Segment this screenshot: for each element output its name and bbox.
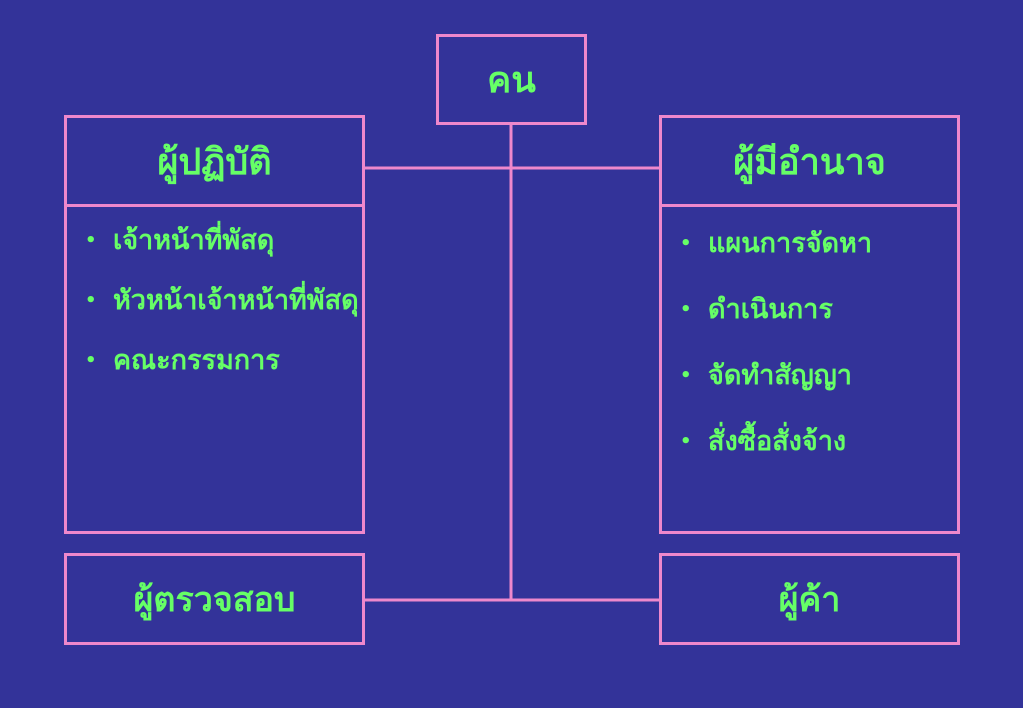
bullet-icon: •: [85, 290, 97, 311]
list-item: • แผนการจัดหา: [662, 211, 957, 277]
authority-node: ผู้มีอำนาจ: [659, 115, 960, 207]
operator-node: ผู้ปฏิบัติ: [64, 115, 365, 207]
list-item: • ดำเนินการ: [662, 277, 957, 343]
bullet-icon: •: [85, 230, 97, 251]
list-item: • เจ้าหน้าที่พัสดุ: [67, 211, 362, 271]
inspector-node: ผู้ตรวจสอบ: [64, 553, 365, 645]
bullet-icon: •: [680, 299, 692, 320]
bullet-icon: •: [680, 233, 692, 254]
list-item: • หัวหน้าเจ้าหน้าที่พัสดุ: [67, 271, 362, 331]
list-item: • จัดทำสัญญา: [662, 343, 957, 409]
bullet-icon: •: [85, 350, 97, 371]
bullet-icon: •: [680, 431, 692, 452]
list-item: • สั่งซื้อสั่งจ้าง: [662, 409, 957, 475]
root-label: คน: [487, 60, 536, 101]
list-item: • คณะกรรมการ: [67, 331, 362, 391]
authority-label: ผู้มีอำนาจ: [733, 141, 886, 183]
vendor-label: ผู้ค้า: [778, 580, 841, 620]
authority-list: • แผนการจัดหา • ดำเนินการ • จัดทำสัญญา •…: [659, 204, 960, 534]
operator-label: ผู้ปฏิบัติ: [157, 141, 272, 183]
bullet-icon: •: [680, 365, 692, 386]
inspector-label: ผู้ตรวจสอบ: [133, 580, 296, 620]
operator-list: • เจ้าหน้าที่พัสดุ • หัวหน้าเจ้าหน้าที่พ…: [64, 204, 365, 534]
vendor-node: ผู้ค้า: [659, 553, 960, 645]
root-node: คน: [436, 34, 587, 125]
